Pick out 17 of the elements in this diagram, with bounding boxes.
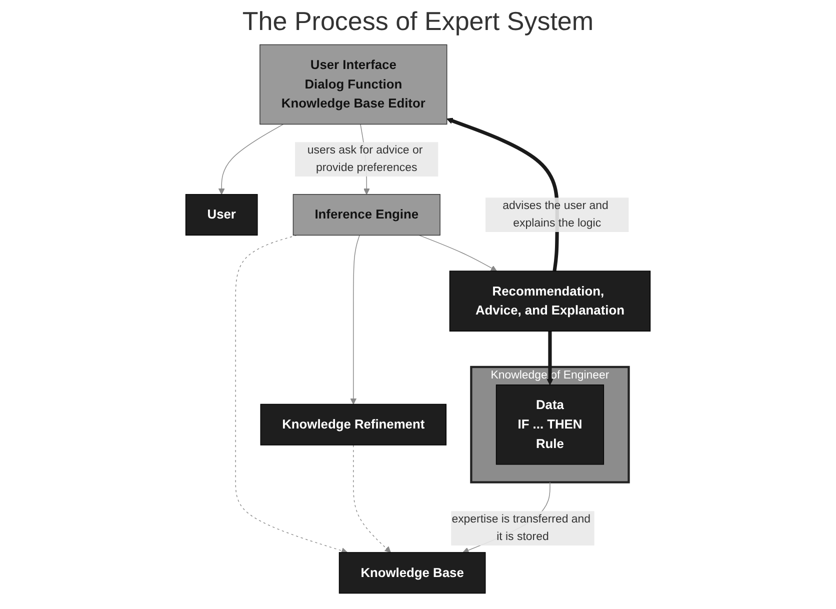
node-box: Inference Engine (292, 194, 440, 236)
arrow (218, 124, 284, 195)
diagram-title: The Process of Expert System (241, 6, 595, 37)
node-box: Recommendation, Advice, and Explanation (449, 270, 651, 332)
node-box: Knowledge Refinement (260, 404, 446, 446)
node-box: Data IF ... THEN Rule (496, 384, 604, 465)
arrow (353, 444, 391, 553)
node-box: User (185, 194, 258, 236)
arrow (235, 234, 348, 554)
node-box: Knowledge Base (338, 552, 486, 594)
edge-label: users ask for advice or provide preferences (307, 144, 423, 174)
arrow (418, 234, 497, 272)
node-box: User Interface Dialog Function Knowledge Base Editor (260, 44, 448, 125)
arrow (350, 234, 360, 404)
arrow (546, 331, 554, 386)
edge-label: expertise is transferred and it is stored (452, 513, 591, 543)
edge-label: advises the user and explains the logic (502, 200, 608, 230)
